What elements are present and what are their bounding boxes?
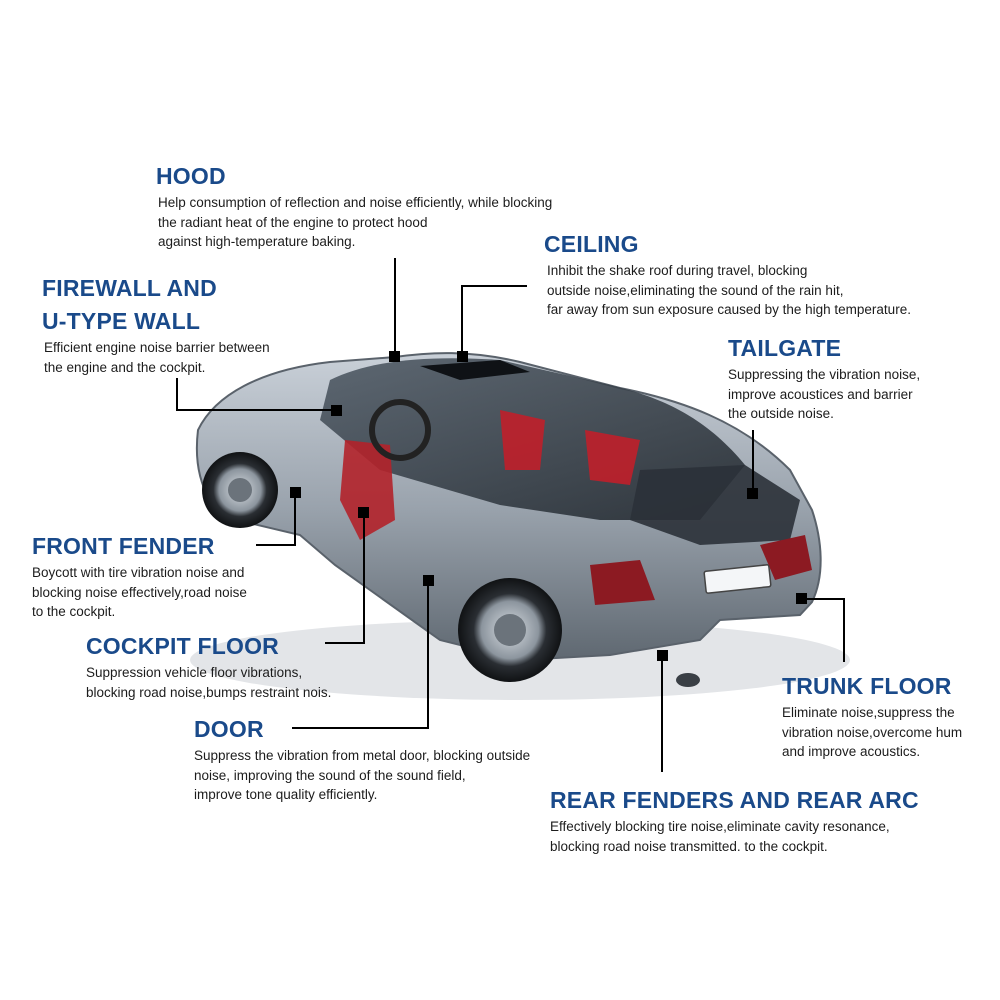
leader-ceiling <box>461 285 527 356</box>
anchor-firewall <box>331 405 342 416</box>
door-line: noise, improving the sound of the sound … <box>194 767 466 783</box>
license-plate <box>703 564 772 594</box>
firewall-description: Efficient engine noise barrier between t… <box>44 338 270 377</box>
tail-light-left <box>590 560 655 605</box>
firewall-title-line2: U-TYPE WALL <box>42 308 201 334</box>
door-title: DOOR <box>194 716 264 742</box>
seat-front-left <box>340 440 395 540</box>
ceiling-line: outside noise,eliminating the sound of t… <box>547 282 844 298</box>
tail-light-right <box>760 535 812 580</box>
leader-firewall <box>176 378 336 411</box>
hood-description: Help consumption of reflection and noise… <box>158 193 552 252</box>
anchor-trunk-floor <box>796 593 807 604</box>
anchor-cockpit-floor <box>358 507 369 518</box>
cockpit-floor-line: blocking road noise,bumps restraint nois… <box>86 684 332 700</box>
car-sunroof <box>420 360 530 380</box>
anchor-ceiling <box>457 351 468 362</box>
hood-line: the radiant heat of the engine to protec… <box>158 214 428 230</box>
callout-ceiling: CEILING Inhibit the shake roof during tr… <box>544 228 911 320</box>
callout-door: DOOR Suppress the vibration from metal d… <box>194 713 530 805</box>
firewall-line: Efficient engine noise barrier between <box>44 340 270 355</box>
ceiling-line: far away from sun exposure caused by the… <box>547 302 911 317</box>
callout-tailgate: TAILGATE Suppressing the vibration noise… <box>728 332 920 424</box>
trunk-floor-line: and improve acoustics. <box>782 744 921 759</box>
callout-cockpit-floor: COCKPIT FLOOR Suppression vehicle floor … <box>86 630 331 702</box>
leader-lines <box>176 258 845 772</box>
leader-door <box>292 580 429 729</box>
anchor-tailgate <box>747 488 758 499</box>
anchor-door <box>423 575 434 586</box>
door-line: Suppress the vibration from metal door, … <box>194 748 531 763</box>
ceiling-title: CEILING <box>544 231 639 257</box>
steering-wheel <box>369 399 431 461</box>
car-trunk <box>630 465 800 545</box>
tailgate-title: TAILGATE <box>728 335 842 361</box>
cockpit-floor-title: COCKPIT FLOOR <box>86 633 279 659</box>
tailgate-line: the outside noise. <box>728 406 834 421</box>
trunk-floor-title: TRUNK FLOOR <box>782 673 952 699</box>
leader-trunk-floor <box>801 598 845 662</box>
callout-hood: HOOD Help consumption of reflection and … <box>156 160 552 252</box>
rear-wheel-hub <box>494 614 526 646</box>
trunk-floor-line: vibration noise,overcome hum <box>782 724 963 740</box>
callout-trunk-floor: TRUNK FLOOR Eliminate noise,suppress the… <box>782 670 962 762</box>
hood-title: HOOD <box>156 163 226 189</box>
anchor-front-fender <box>290 487 301 498</box>
front-fender-line: blocking noise effectively,road noise <box>32 584 247 600</box>
seat-rear <box>585 430 640 485</box>
door-description: Suppress the vibration from metal door, … <box>194 746 530 805</box>
front-fender-line: to the cockpit. <box>32 604 116 619</box>
trunk-floor-description: Eliminate noise,suppress the vibration n… <box>782 703 962 762</box>
hood-line: against high-temperature baking. <box>158 234 356 249</box>
firewall-title-line1: FIREWALL AND <box>42 275 217 301</box>
anchor-hood <box>389 351 400 362</box>
firewall-line: the engine and the cockpit. <box>44 359 206 375</box>
ceiling-line: Inhibit the shake roof during travel, bl… <box>547 263 808 278</box>
front-fender-title: FRONT FENDER <box>32 533 215 559</box>
seat-front-right <box>500 410 545 470</box>
callout-rear-fenders: REAR FENDERS AND REAR ARC Effectively bl… <box>550 784 919 856</box>
rear-fenders-title: REAR FENDERS AND REAR ARC <box>550 787 919 813</box>
rear-fenders-line: blocking road noise transmitted. to the … <box>550 838 828 854</box>
front-fender-description: Boycott with tire vibration noise and bl… <box>32 563 247 622</box>
anchor-points <box>290 351 807 661</box>
trunk-floor-line: Eliminate noise,suppress the <box>782 705 955 720</box>
tailgate-line: Suppressing the vibration noise, <box>728 367 921 382</box>
front-fender-line: Boycott with tire vibration noise and <box>32 565 245 580</box>
leader-front-fender <box>256 493 296 546</box>
exhaust-pipe <box>676 673 700 687</box>
rear-fenders-line: Effectively blocking tire noise,eliminat… <box>550 819 890 834</box>
door-line: improve tone quality efficiently. <box>194 787 378 802</box>
ceiling-description: Inhibit the shake roof during travel, bl… <box>547 261 911 320</box>
callout-firewall: FIREWALL AND U-TYPE WALL Efficient engin… <box>42 272 270 377</box>
tailgate-line: improve acoustices and barrier <box>728 386 913 402</box>
callout-front-fender: FRONT FENDER Boycott with tire vibration… <box>32 530 247 622</box>
hood-line: Help consumption of reflection and noise… <box>158 195 553 210</box>
rear-fenders-description: Effectively blocking tire noise,eliminat… <box>550 817 919 856</box>
cockpit-floor-description: Suppression vehicle floor vibrations, bl… <box>86 663 331 702</box>
front-wheel-hub <box>228 478 252 502</box>
anchor-rear-fenders <box>657 650 668 661</box>
tailgate-description: Suppressing the vibration noise, improve… <box>728 365 920 424</box>
cockpit-floor-line: Suppression vehicle floor vibrations, <box>86 665 303 680</box>
leader-cockpit-floor <box>325 512 365 644</box>
